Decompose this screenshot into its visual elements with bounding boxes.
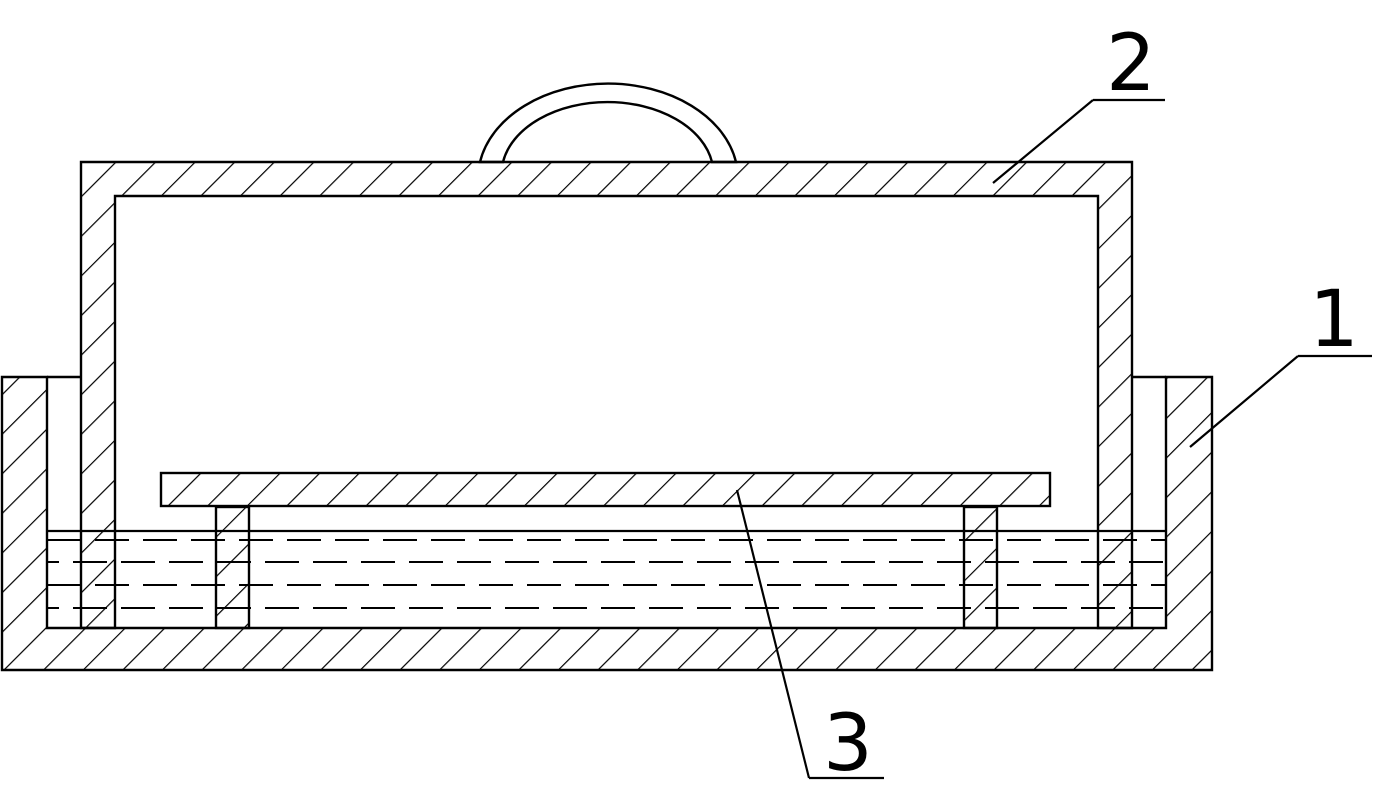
- callout-3: 3: [735, 489, 884, 789]
- callout-number-3: 3: [823, 699, 873, 789]
- plate-leg-right: [962, 505, 999, 630]
- callout-number-2: 2: [1106, 19, 1156, 109]
- callout-number-1: 1: [1309, 275, 1359, 365]
- plate: [159, 471, 1052, 630]
- plate-top: [159, 471, 1052, 508]
- leader-line-1: [1189, 355, 1299, 448]
- container: [0, 375, 1214, 672]
- plate-leg-left: [214, 505, 251, 630]
- cover-handle: [478, 82, 738, 164]
- cover-body: [79, 160, 1134, 630]
- callout-1: 1: [1189, 275, 1372, 448]
- callout-2: 2: [992, 19, 1165, 184]
- leader-line-2: [992, 99, 1094, 184]
- leader-line-3: [735, 489, 811, 779]
- container-body: [0, 375, 1214, 672]
- cover: [79, 82, 1134, 630]
